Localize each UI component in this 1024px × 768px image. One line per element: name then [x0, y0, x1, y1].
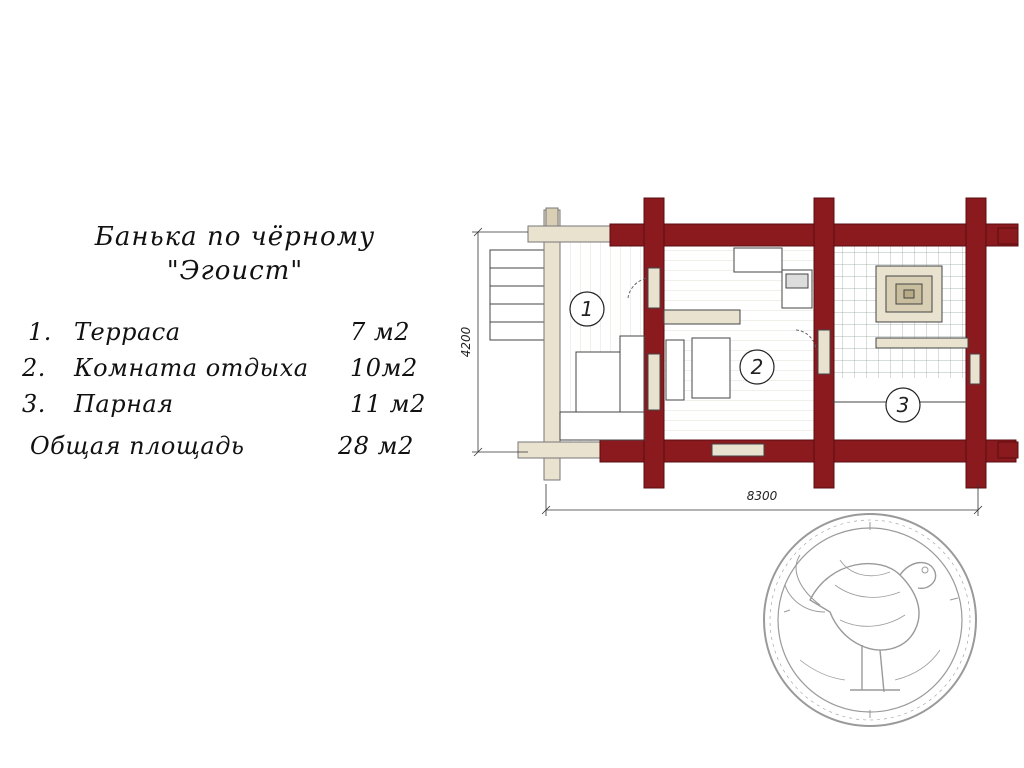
room-row-1: 1. Терраса 7 м2 — [0, 318, 460, 352]
room-num: 2. — [22, 354, 46, 382]
room-marker-1-label: 1 — [581, 297, 594, 321]
room-marker-3-label: 3 — [897, 393, 910, 417]
rest-cabinet — [733, 247, 783, 273]
dimension-width — [541, 484, 983, 516]
rest-bench — [665, 339, 685, 401]
room-area: 10м2 — [350, 354, 418, 382]
room-row-3: 3. Парная 11 м2 — [0, 390, 460, 424]
door-swing-2 — [795, 329, 817, 351]
window-south — [711, 443, 765, 457]
stove-panel — [785, 273, 809, 289]
total-area: 28 м2 — [338, 432, 414, 460]
total-row: Общая площадь 28 м2 — [0, 432, 460, 466]
room-markers: 1 2 3 — [569, 291, 921, 423]
interior — [559, 247, 981, 457]
title-line-1: Банька по чёрному — [94, 222, 376, 252]
door-rest — [647, 267, 661, 309]
room-name: Комната отдыха — [74, 354, 309, 382]
total-label: Общая площадь — [30, 432, 245, 460]
room-marker-2-label: 2 — [751, 355, 764, 379]
room-marker-1 — [569, 291, 605, 327]
room-num: 1. — [28, 318, 52, 346]
dimension-width-label: 8300 — [747, 489, 778, 503]
room-area: 11 м2 — [350, 390, 426, 418]
bird-seal-icon — [763, 513, 977, 727]
room-area: 7 м2 — [350, 318, 411, 346]
window-east — [969, 353, 981, 385]
room-name: Терраса — [74, 318, 181, 346]
room-row-2: 2. Комната отдыха 10м2 — [0, 354, 460, 388]
log-bench — [663, 309, 741, 325]
dimension-height-label: 4200 — [459, 326, 473, 357]
terrace-table — [575, 351, 621, 413]
room-num: 3. — [22, 390, 46, 418]
terrace-posts — [517, 207, 613, 481]
rest-table — [691, 337, 731, 399]
steam-shelf — [875, 337, 969, 349]
legend: Банька по чёрному "Эгоист" 1. Терраса 7 … — [0, 0, 460, 480]
room-marker-3 — [885, 387, 921, 423]
title-line-2: "Эгоист" — [166, 256, 304, 286]
door-swing-1 — [627, 277, 649, 299]
terrace-bench-low — [559, 411, 645, 441]
door-steam — [817, 329, 831, 375]
terrace-bench — [619, 335, 645, 413]
terrace-steps — [489, 249, 545, 341]
dimension-height — [472, 227, 528, 457]
window-west — [647, 353, 661, 411]
room-marker-2 — [739, 349, 775, 385]
room-name: Парная — [74, 390, 174, 418]
